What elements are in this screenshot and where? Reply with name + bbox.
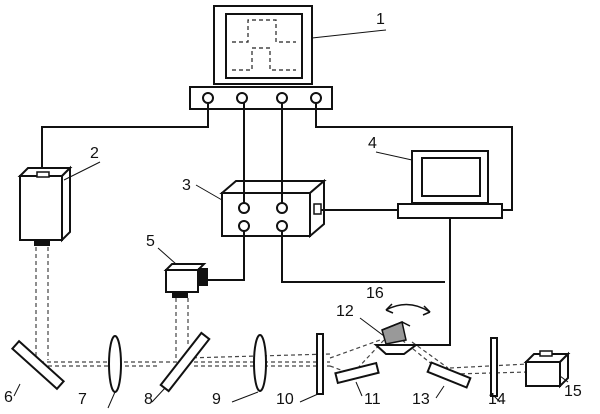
label-10: 10 [276, 391, 294, 408]
controller-box [219, 178, 327, 239]
leader-13 [435, 385, 445, 399]
mirror-11 [334, 361, 380, 385]
label-11: 11 [364, 391, 381, 408]
label-7: 7 [78, 391, 87, 408]
label-5: 5 [146, 233, 155, 250]
plate-10 [316, 333, 324, 395]
signal-cables [41, 103, 513, 346]
leader-6 [13, 383, 21, 397]
mirror-13 [426, 361, 472, 389]
leader-15 [559, 375, 569, 383]
leader-10 [299, 393, 319, 403]
lens-7 [108, 335, 122, 393]
cable-detector-ctrl [208, 231, 245, 281]
cable-pc-scope [315, 103, 513, 211]
label-3: 3 [182, 177, 191, 194]
label-14: 14 [488, 391, 506, 408]
label-8: 8 [144, 391, 153, 408]
trace-upper [232, 19, 296, 43]
label-2: 2 [90, 145, 99, 162]
leader-11 [355, 381, 363, 397]
lens-9 [253, 334, 267, 392]
leader-12 [359, 317, 385, 337]
laser-source [17, 165, 73, 246]
mirror-6 [10, 339, 66, 391]
label-12: 12 [336, 303, 354, 320]
label-1: 1 [376, 11, 385, 28]
trace-lower [232, 47, 296, 71]
leader-8 [151, 387, 166, 403]
label-15: 15 [564, 383, 582, 400]
label-16: 16 [366, 285, 384, 302]
leader-9 [231, 391, 259, 403]
leader-1 [311, 29, 387, 39]
leader-4 [375, 151, 413, 161]
plate-14 [490, 337, 498, 397]
label-9: 9 [212, 391, 221, 408]
leader-7 [107, 391, 116, 409]
cable-pc-stage [412, 218, 451, 346]
leader-14 [493, 395, 501, 403]
label-4: 4 [368, 135, 377, 152]
label-6: 6 [4, 389, 13, 406]
leader-5 [157, 247, 177, 265]
cable-ctrl-sensor [281, 231, 445, 283]
cable-laser-scope [41, 103, 209, 168]
leader-3 [195, 184, 223, 201]
rotation-arrow-16 [385, 303, 431, 316]
laser-beams [35, 247, 529, 375]
sensor-15 [523, 350, 571, 389]
label-13: 13 [412, 391, 430, 408]
leader-2 [63, 161, 101, 181]
computer [397, 150, 503, 219]
oscilloscope [189, 5, 333, 110]
sample-stage-12 [373, 320, 419, 355]
detector-camera [163, 263, 208, 298]
